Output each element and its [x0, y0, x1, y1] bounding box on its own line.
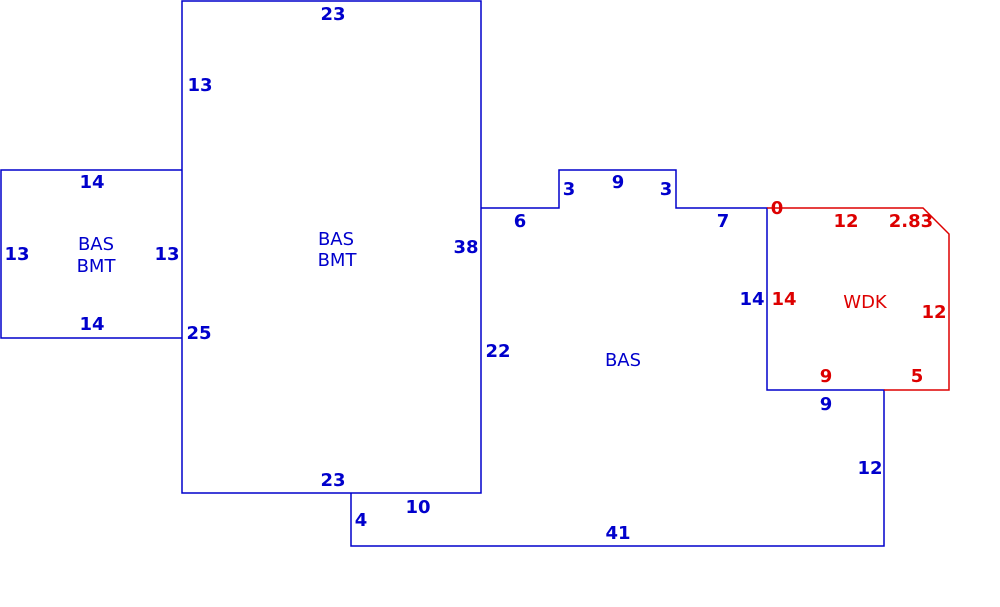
- dim-left-top: 14: [79, 172, 104, 193]
- dim-deck-bottom-right: 5: [911, 366, 924, 387]
- dim-main-bottom: 41: [605, 523, 630, 544]
- dim-main-left-upper: 22: [485, 341, 510, 362]
- dim-main-right-lower: 12: [857, 458, 882, 479]
- dim-deck-zero: 0: [771, 198, 784, 219]
- dim-center-bottom: 23: [320, 470, 345, 491]
- dim-main-bottom-inner: 10: [405, 497, 430, 518]
- dim-main-step1: 6: [514, 211, 527, 232]
- dim-deck-left: 14: [771, 289, 796, 310]
- center-block-outline: [181, 0, 482, 494]
- dim-center-top: 23: [320, 4, 345, 25]
- left-area-label-2: BMT: [77, 256, 117, 277]
- main-area-label: BAS: [605, 350, 641, 371]
- left-wing-outline: [0, 169, 182, 339]
- dim-main-right-mid: 9: [820, 394, 833, 415]
- dim-main-bump-top: 9: [612, 172, 625, 193]
- dim-left-right: 13: [154, 244, 179, 265]
- center-area-label-1: BAS: [318, 229, 354, 250]
- center-area-label-2: BMT: [318, 250, 358, 271]
- dim-main-step2: 7: [717, 211, 730, 232]
- deck-area-label: WDK: [843, 292, 888, 313]
- dim-deck-bottom-left: 9: [820, 366, 833, 387]
- dim-deck-diag: 2.83: [889, 211, 933, 232]
- dim-left-left: 13: [4, 244, 29, 265]
- dim-main-left-lower: 4: [355, 510, 368, 531]
- dim-main-bump-right: 3: [660, 179, 673, 200]
- dim-main-bump-left: 3: [563, 179, 576, 200]
- left-area-label-1: BAS: [78, 234, 114, 255]
- deck-outline: [767, 207, 950, 391]
- dim-left-bottom: 14: [79, 314, 104, 335]
- dim-center-left-upper: 13: [187, 75, 212, 96]
- dim-deck-right: 12: [921, 302, 946, 323]
- dim-center-right: 38: [453, 237, 478, 258]
- dim-center-left-lower: 25: [186, 323, 211, 344]
- dim-deck-top: 12: [833, 211, 858, 232]
- dim-main-right-upper: 14: [739, 289, 764, 310]
